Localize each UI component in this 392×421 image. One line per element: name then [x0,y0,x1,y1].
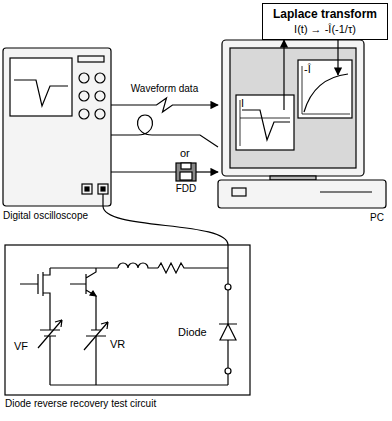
variable-arrow [38,320,62,348]
graph-window [298,60,352,118]
drive-slot [320,191,372,192]
transistor-symbol [70,268,96,330]
floppy-shutter [181,163,191,169]
component-label: Diode [178,326,207,338]
waveform-trace [14,80,68,106]
circuit-drawing [5,245,250,395]
floppy-drawing [176,163,196,181]
graph-axis [240,100,290,146]
connector [196,172,218,173]
graph-label: I [241,97,244,109]
test-circuit: Diode reverse recovery test circuit [5,245,250,395]
transform-box: Laplace transformI(t) → -Î(-1/τ) [262,3,388,40]
connector-line [196,171,218,172]
connector-line [111,171,176,172]
node-caption: PC [370,212,384,223]
knob [79,91,89,101]
oscilloscope-drawing [3,48,111,206]
probe-lead [102,194,103,206]
graph-window [236,95,294,150]
oscilloscope-screen [10,58,72,116]
wire [227,374,228,385]
terminal [225,368,231,374]
node-caption: Digital oscilloscope [3,210,88,221]
transform-title: Laplace transform [267,7,383,21]
graph-label: -Î [304,63,311,75]
terminal [225,284,231,290]
wire [227,340,228,368]
node-caption: FDD [176,183,197,194]
input-jack [98,184,108,194]
floppy-body [176,163,196,181]
connector [284,40,338,110]
knob [95,73,105,83]
wire [50,267,118,268]
note-label: or [180,147,190,159]
pc-base [218,180,386,208]
knob [95,91,105,101]
connector-label: Waveform data [130,83,199,94]
transform-formula: I(t) → -Î(-1/τ) [267,23,383,35]
input-jack [85,187,89,191]
oscilloscope-body [3,48,111,206]
wire [227,245,228,284]
voltage-label: VR [110,338,125,350]
monitor [222,40,364,176]
knob [79,73,89,83]
connector-line [337,40,338,75]
monitor-screen [230,48,356,168]
connector-line [283,40,284,110]
pc-drawing [218,40,386,208]
mosfet-symbol [20,268,50,330]
connector-line [111,98,218,112]
input-jack [101,187,105,191]
battery-symbol [86,330,106,385]
input-jack [82,184,92,194]
voltage-label: VF [14,340,28,352]
resistor-symbol [158,263,228,273]
knob [79,109,89,119]
inductor-symbol [118,263,158,268]
panel-bar [78,56,104,62]
floppy-disk: FDD [176,163,196,181]
current-trace [242,110,290,140]
variable-arrow [84,322,108,350]
circuit-box [5,245,250,395]
oscilloscope: Digital oscilloscope [3,48,111,206]
connector-line [111,115,218,147]
drive-bay [232,188,246,196]
wire [50,384,228,385]
battery-symbol [40,330,60,385]
pc: PC [218,40,386,210]
connector [103,206,228,245]
node-caption: Diode reverse recovery test circuit [5,398,156,409]
connector [111,172,176,173]
emitter-arrow [90,291,96,296]
knob [95,109,105,119]
connector [111,115,218,147]
floppy-label [180,172,192,180]
diode-symbol [219,324,237,340]
connector-line [103,206,228,245]
transform-curve [304,74,348,112]
wire [227,290,228,324]
connector [111,98,218,112]
